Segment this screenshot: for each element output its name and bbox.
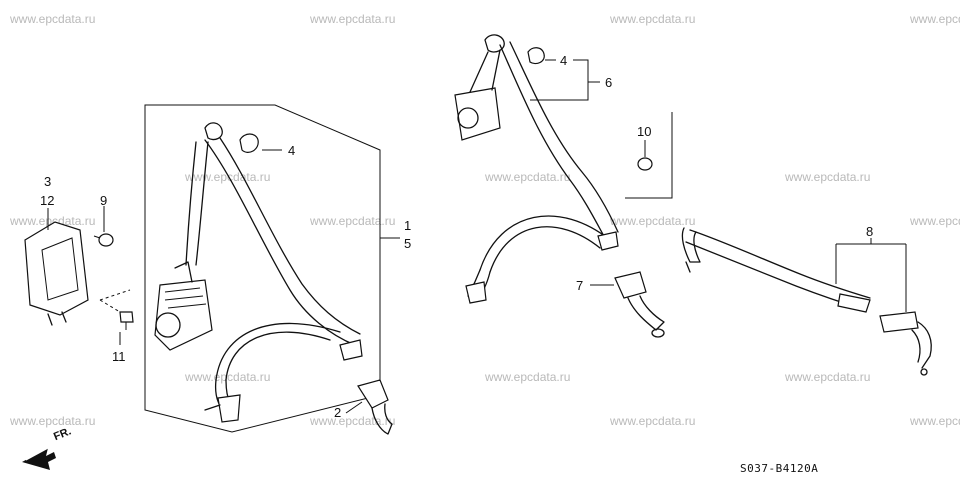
trim-cover-part-3 — [24, 208, 89, 326]
watermark: www.epcdata.ru — [610, 214, 696, 228]
watermark: www.epcdata.ru — [185, 170, 271, 184]
callout-12: 12 — [40, 193, 55, 208]
watermark: www.epcdata.ru — [785, 370, 871, 384]
diagram-code: S0З7-В4120А — [740, 462, 819, 475]
lap-belt-part-8 — [681, 227, 932, 376]
bolt-part-9 — [93, 206, 114, 247]
watermark: www.epcdata.ru — [10, 414, 96, 428]
callout-1: 1 — [404, 218, 412, 233]
callout-bracket-4-6 — [530, 59, 600, 101]
watermark: www.epcdata.ru — [185, 370, 271, 384]
callout-11: 11 — [112, 349, 126, 364]
watermark: www.epcdata.ru — [310, 214, 396, 228]
watermark: www.epcdata.ru — [910, 414, 960, 428]
watermark: www.epcdata.ru — [610, 414, 696, 428]
anchor-cover-left — [239, 133, 282, 153]
callout-6: 6 — [605, 75, 613, 90]
front-belt-group-frame — [144, 104, 381, 433]
front-seat-belt-left — [154, 122, 363, 423]
front-direction-arrow — [22, 446, 56, 470]
callout-7: 7 — [576, 278, 584, 293]
watermark: www.epcdata.ru — [485, 370, 571, 384]
buckle-part-7 — [590, 271, 665, 338]
rear-seat-belt-center — [454, 34, 619, 304]
callout-10: 10 — [637, 124, 652, 139]
callout-8: 8 — [866, 224, 874, 239]
callout-4-left: 4 — [288, 143, 296, 158]
watermark: www.epcdata.ru — [910, 12, 960, 26]
anchor-cover-right — [527, 47, 556, 65]
callout-3: 3 — [44, 174, 52, 189]
callout-5: 5 — [404, 236, 412, 251]
bolt-part-11 — [99, 289, 134, 345]
callout-4-right: 4 — [560, 53, 568, 68]
watermark: www.epcdata.ru — [785, 170, 871, 184]
watermark: www.epcdata.ru — [910, 214, 960, 228]
watermark: www.epcdata.ru — [485, 170, 571, 184]
watermark: www.epcdata.ru — [10, 214, 96, 228]
callout-9: 9 — [100, 193, 108, 208]
clip-part-10 — [625, 112, 673, 199]
watermark: www.epcdata.ru — [310, 12, 396, 26]
watermark: www.epcdata.ru — [610, 12, 696, 26]
callout-2: 2 — [334, 405, 342, 420]
watermark: www.epcdata.ru — [10, 12, 96, 26]
buckle-part-2 — [345, 379, 393, 435]
